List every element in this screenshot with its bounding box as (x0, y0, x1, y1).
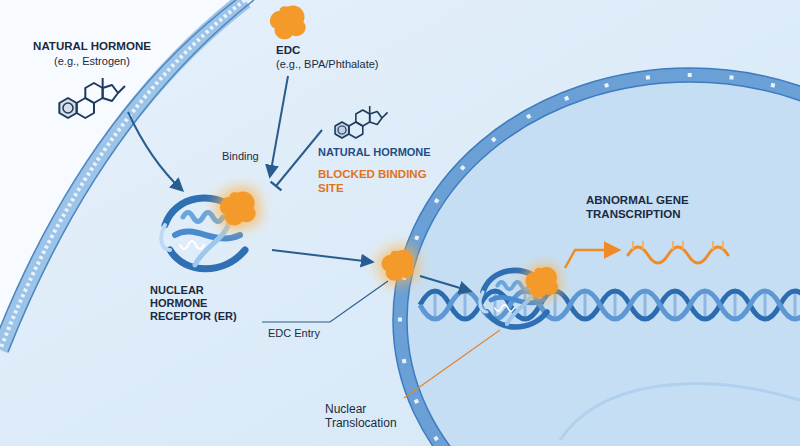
annotation-label: BLOCKED BINDING SITE (318, 168, 438, 196)
edc-arrow (270, 76, 288, 176)
estrogen-molecule (335, 106, 388, 138)
edc-bound (526, 267, 558, 298)
nucleus (400, 75, 800, 446)
annotation-label: EDC (276, 44, 300, 58)
annotation-label: (e.g., Estrogen) (30, 55, 154, 68)
mrna-strand (628, 247, 728, 263)
nuclear-envelope-outer (393, 68, 800, 446)
nuclear-envelope-inner (407, 82, 800, 446)
annotation-label: ABNORMAL GENE TRANSCRIPTION (586, 194, 698, 222)
entry-arrow (420, 276, 470, 291)
cell-membrane (0, 0, 245, 350)
annotation-label: NATURAL HORMONE (318, 146, 431, 159)
dna-strand (420, 291, 800, 319)
annotation-label: Nuclear Translocation (325, 402, 410, 431)
edc-glow (522, 264, 561, 301)
nucleolus-curve (560, 384, 800, 440)
transcription-arrow (565, 250, 618, 268)
mrna-bases (633, 241, 723, 249)
leader-line (262, 281, 388, 322)
edc-glow (377, 246, 419, 286)
membrane-edge (8, 0, 254, 352)
inhibition-line (276, 130, 322, 186)
annotation-label: NATURAL HORMONE (30, 40, 154, 54)
dna-helix (420, 291, 800, 319)
annotation-label: NUCLEAR HORMONE RECEPTOR (ER) (150, 284, 246, 324)
translocation-arrow (272, 250, 372, 262)
annotation-label: Binding (222, 150, 259, 163)
inhibition-bar (271, 182, 282, 191)
nuclear-pores (400, 75, 800, 446)
dna-strand (420, 291, 800, 319)
binding-arrow (128, 112, 182, 190)
estrogen-molecule (59, 78, 125, 118)
leader-line (404, 330, 500, 398)
annotation-label: EDC Entry (268, 327, 320, 340)
edc-entry-molecule (382, 250, 414, 281)
edc-bound (220, 192, 256, 226)
blocked-site-glow (215, 187, 260, 230)
membrane-heads (0, 0, 245, 350)
edc-molecule (270, 6, 306, 40)
annotation-label: (e.g., BPA/Phthalate) (276, 58, 379, 71)
